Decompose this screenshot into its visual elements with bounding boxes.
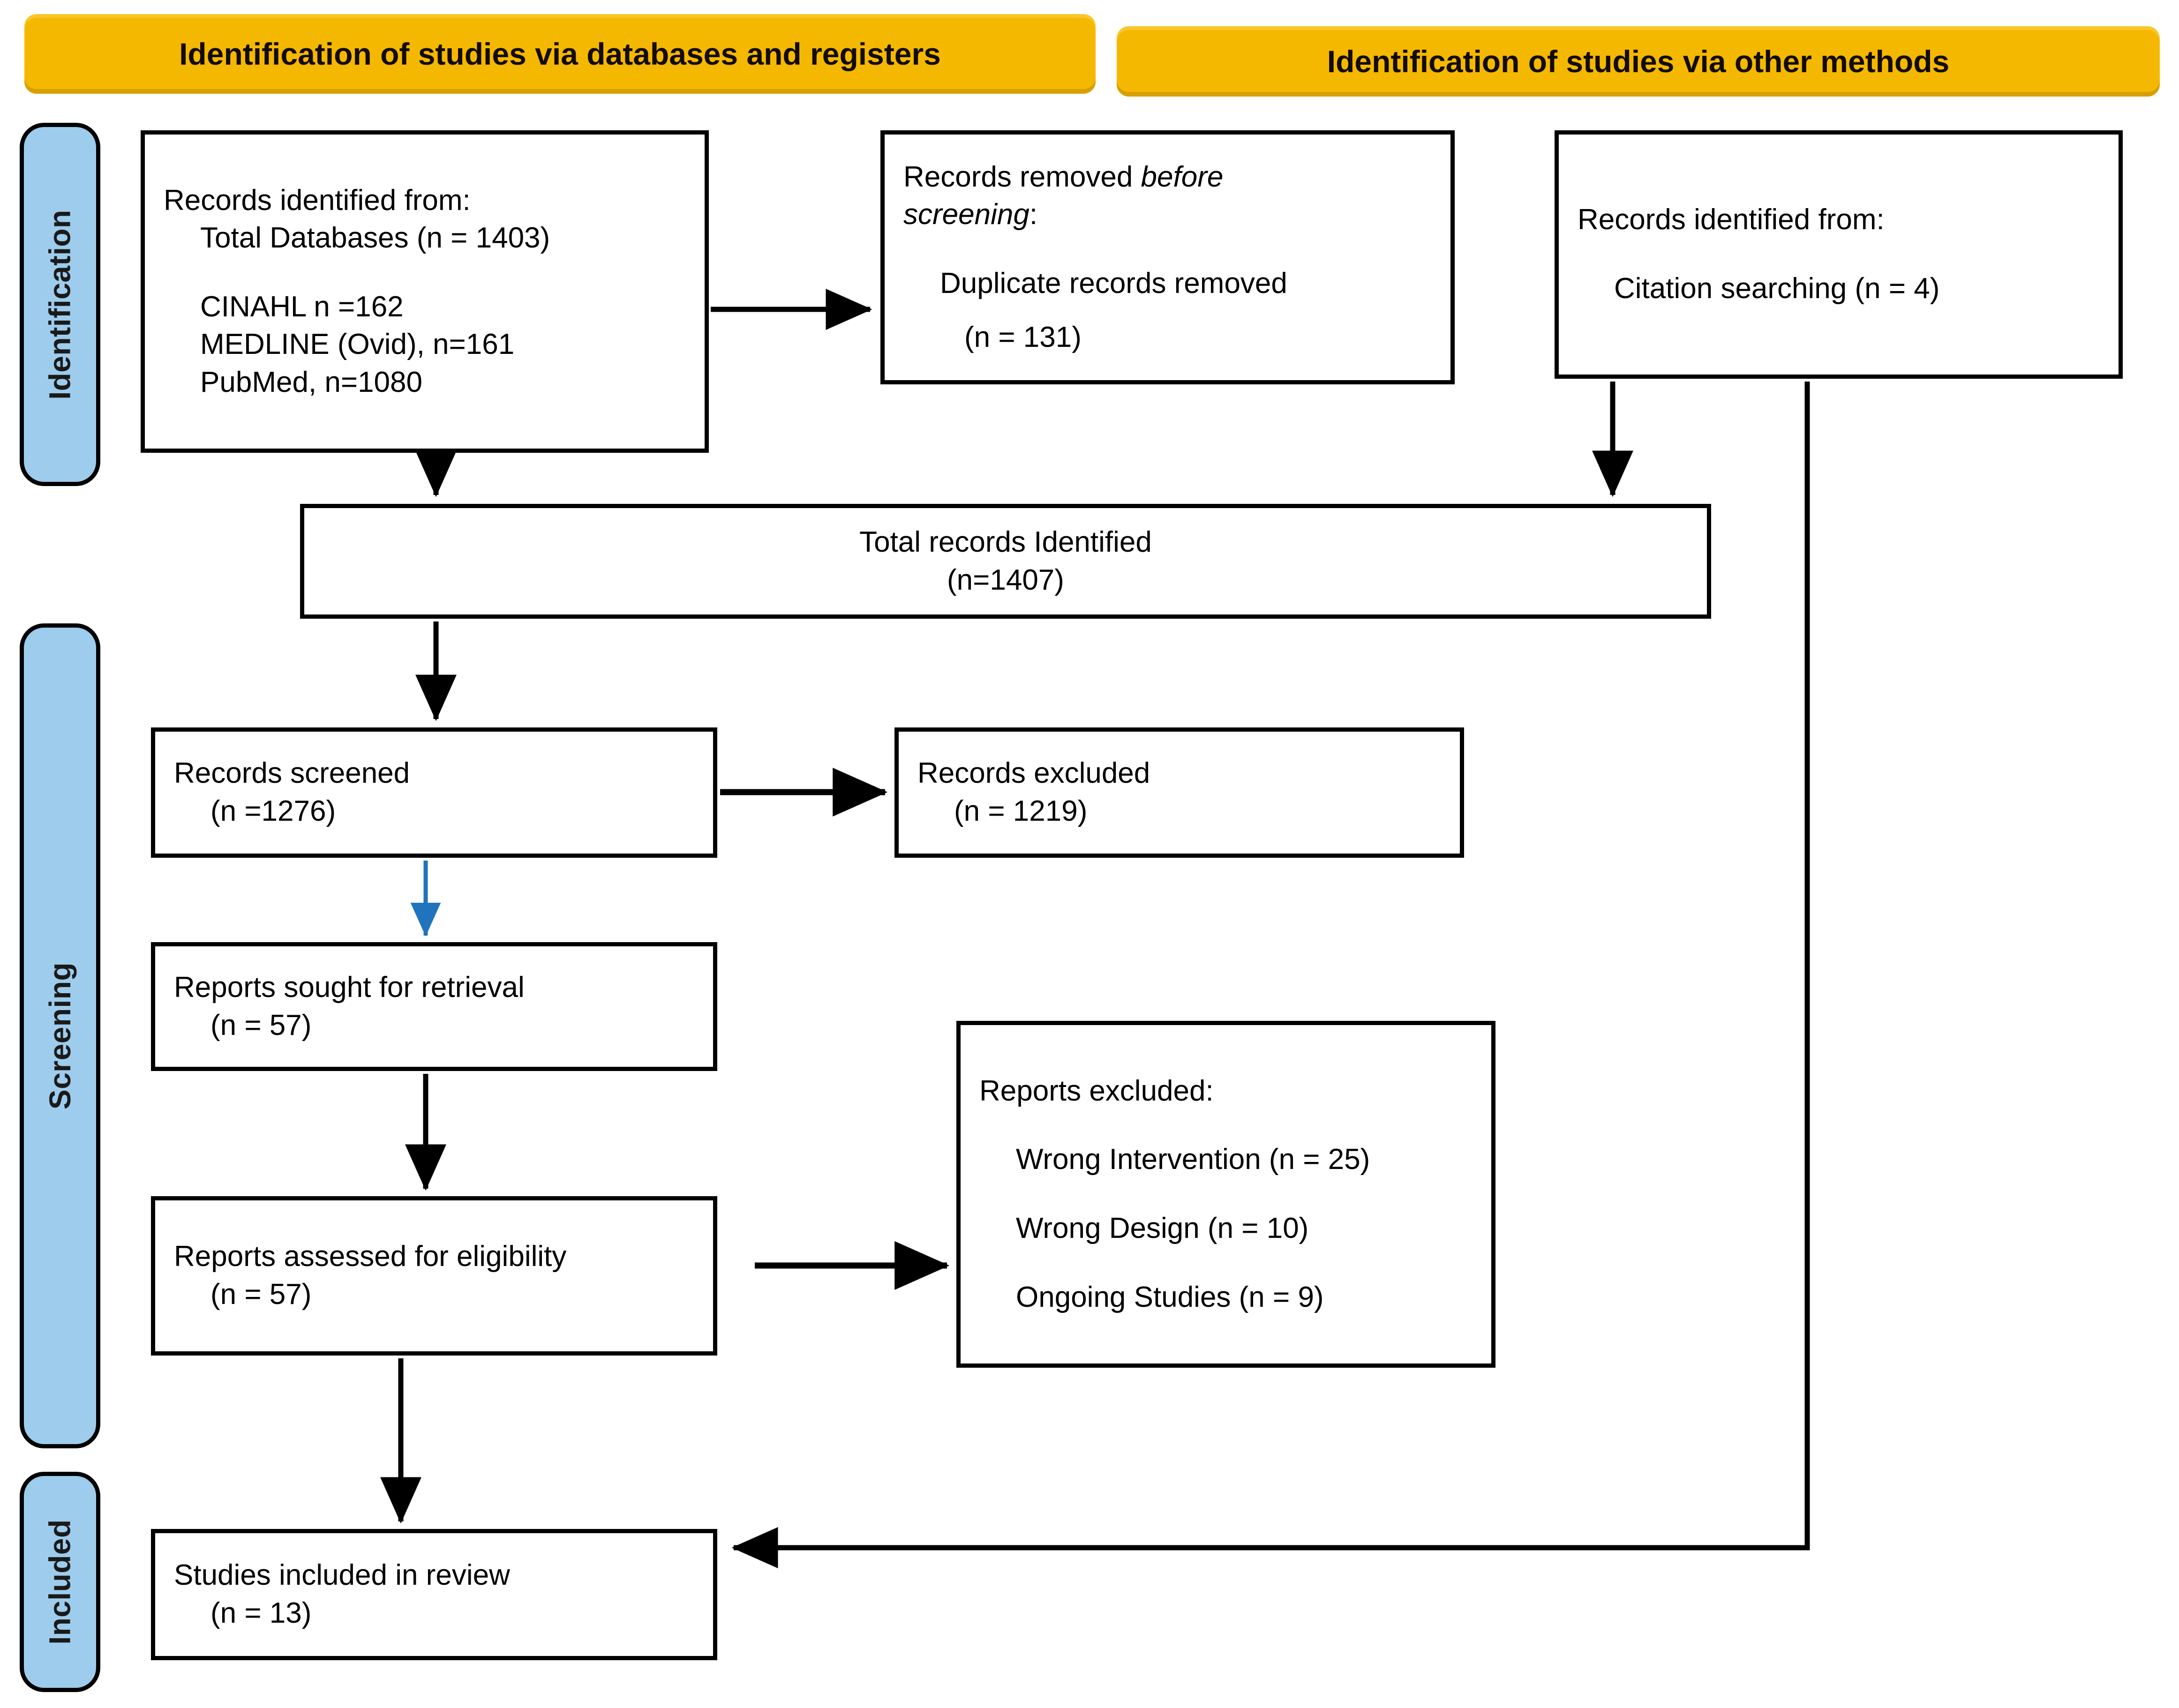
- records-identified-db-line-5: PubMed, n=1080: [200, 366, 422, 398]
- records-removed-title-colon: :: [1029, 198, 1038, 231]
- records-removed-title-plain: Records removed: [903, 160, 1141, 193]
- records-identified-db-line-4: MEDLINE (Ovid), n=161: [200, 328, 515, 361]
- reports-excluded-title: Reports excluded:: [979, 1074, 1214, 1107]
- box-reports-sought-for-retrieval: Reports sought for retrieval (n = 57): [151, 942, 717, 1071]
- reports-excluded-spacer-3: [979, 1248, 1473, 1279]
- reports-assessed-line-2: (n = 57): [210, 1278, 312, 1311]
- box-reports-assessed-for-eligibility: Reports assessed for eligibility (n = 57…: [151, 1196, 717, 1356]
- reports-sought-line-2: (n = 57): [210, 1009, 312, 1041]
- box-records-excluded: Records excluded (n = 1219): [894, 727, 1464, 858]
- records-identified-other-line-0: Records identified from:: [1578, 203, 1885, 236]
- records-identified-db-line-1: Total Databases (n = 1403): [200, 222, 550, 255]
- studies-included-line-1: Studies included in review: [174, 1559, 510, 1592]
- records-removed-title-italic: before: [1141, 160, 1224, 193]
- reports-excluded-spacer-1: [979, 1110, 1473, 1141]
- box-records-identified-databases: Records identified from: Total Databases…: [141, 130, 709, 453]
- stage-pill-screening: Screening: [20, 623, 100, 1448]
- studies-included-line-2: (n = 13): [210, 1597, 312, 1629]
- records-removed-spacer-1: [903, 234, 1432, 265]
- stage-pill-identification-label: Identification: [43, 209, 77, 400]
- total-records-line-1: Total records Identified: [859, 525, 1152, 558]
- box-records-removed-before-screening: Records removed before screening: Duplic…: [880, 130, 1455, 384]
- reports-excluded-item-1: Wrong Design (n = 10): [1016, 1212, 1309, 1244]
- box-studies-included-in-review: Studies included in review (n = 13): [151, 1529, 717, 1660]
- records-removed-count: (n = 131): [964, 321, 1082, 353]
- records-screened-line-1: Records screened: [174, 757, 410, 790]
- records-screened-line-2: (n =1276): [210, 795, 336, 827]
- records-removed-spacer-2: [903, 303, 1432, 319]
- reports-excluded-item-2: Ongoing Studies (n = 9): [1016, 1281, 1324, 1313]
- box-total-records-identified: Total records Identified (n=1407): [300, 504, 1711, 619]
- reports-sought-line-1: Reports sought for retrieval: [174, 971, 525, 1004]
- records-identified-other-line-2: Citation searching (n = 4): [1614, 272, 1940, 305]
- banner-other-methods: Identification of studies via other meth…: [1117, 26, 2160, 97]
- records-excluded-line-1: Records excluded: [917, 757, 1150, 790]
- records-identified-db-line-3: CINAHL n =162: [200, 290, 404, 323]
- records-identified-db-spacer: [164, 257, 686, 288]
- records-identified-other-spacer: [1578, 239, 2100, 270]
- reports-assessed-line-1: Reports assessed for eligibility: [174, 1240, 567, 1273]
- box-records-identified-other-methods: Records identified from: Citation search…: [1555, 130, 2123, 379]
- box-reports-excluded: Reports excluded: Wrong Intervention (n …: [956, 1021, 1495, 1368]
- records-removed-title-italic2: screening: [903, 198, 1029, 231]
- stage-pill-identification: Identification: [20, 123, 100, 486]
- records-removed-title-line2: screening:: [903, 196, 1432, 234]
- records-excluded-line-2: (n = 1219): [954, 795, 1088, 827]
- banner-databases-registers-label: Identification of studies via databases …: [179, 37, 941, 71]
- stage-pill-screening-label: Screening: [43, 962, 77, 1109]
- reports-excluded-spacer-2: [979, 1179, 1473, 1210]
- banner-other-methods-label: Identification of studies via other meth…: [1327, 44, 1950, 79]
- box-records-screened: Records screened (n =1276): [151, 727, 717, 858]
- total-records-line-2: (n=1407): [947, 563, 1064, 596]
- reports-excluded-item-0: Wrong Intervention (n = 25): [1016, 1143, 1370, 1176]
- stage-pill-included: Included: [20, 1472, 100, 1692]
- records-removed-title: Records removed before: [903, 158, 1432, 196]
- stage-pill-included-label: Included: [43, 1519, 77, 1645]
- records-removed-detail: Duplicate records removed: [940, 267, 1287, 300]
- records-identified-db-line-0: Records identified from:: [164, 184, 471, 217]
- banner-databases-registers: Identification of studies via databases …: [24, 14, 1096, 94]
